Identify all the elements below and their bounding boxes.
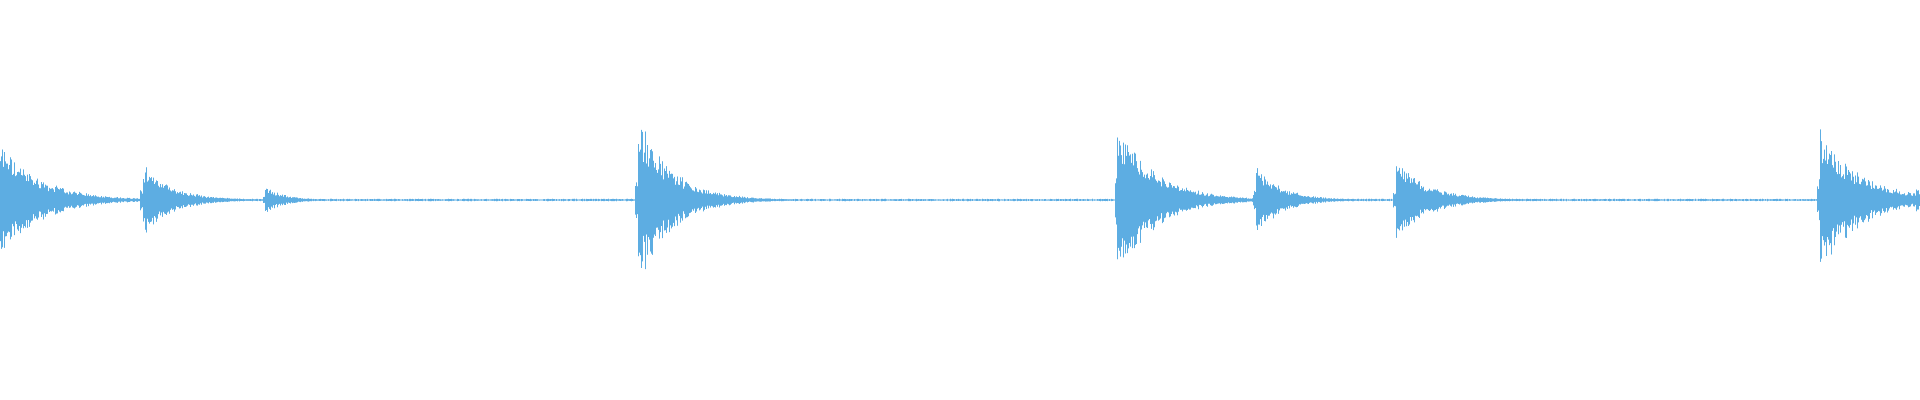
waveform-path [0,129,1920,270]
waveform-samples [0,129,1920,270]
